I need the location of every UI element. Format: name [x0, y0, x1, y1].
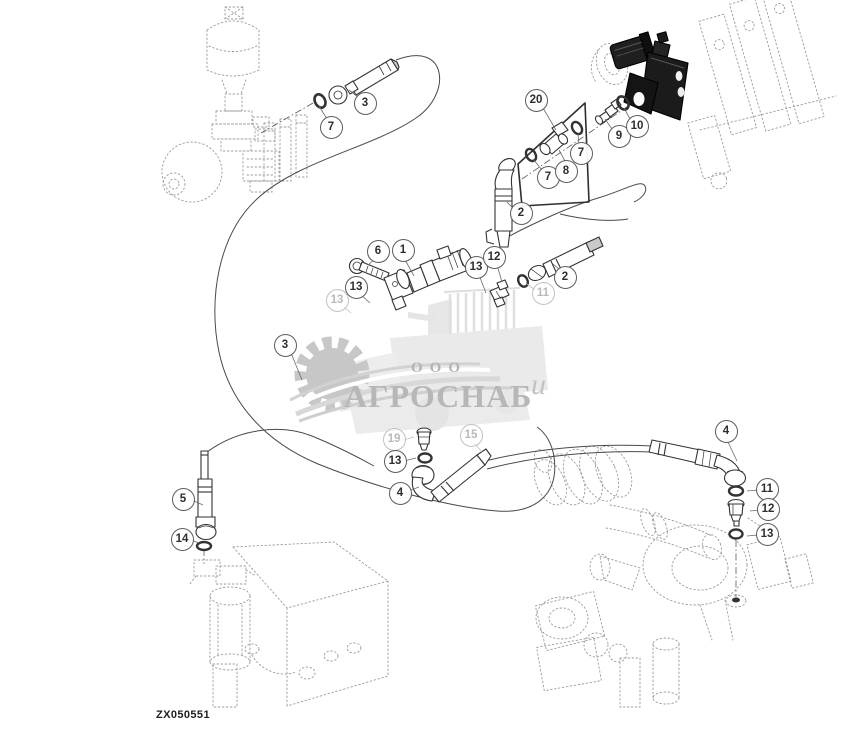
bolt-6	[348, 257, 390, 282]
callout-13-oring-hose4: 13	[383, 449, 407, 473]
callout-4-hose-left: 4	[388, 481, 412, 505]
o-ring-7	[524, 147, 538, 163]
callout-8-tee-fitting: 8	[554, 159, 578, 183]
o-ring-7	[313, 93, 327, 109]
hose-4-left	[411, 448, 492, 503]
callout-11-oring-mid: 11	[531, 281, 555, 305]
fitting-19	[416, 427, 433, 464]
watermark-suffix-text: и	[531, 368, 546, 401]
o-ring-7	[570, 120, 584, 136]
o-ring-10	[616, 95, 630, 111]
callout-12-fitting-mid: 12	[482, 245, 506, 269]
callout-19-fitting: 19	[382, 427, 406, 451]
callout-3-hose-loop: 3	[273, 333, 297, 357]
callout-6-bolt: 6	[366, 239, 390, 263]
o-ring-11	[727, 485, 745, 497]
callout-20-kit-panel: 20	[524, 88, 548, 112]
callout-1-valve: 1	[391, 238, 415, 262]
callout-5-tube: 5	[171, 487, 195, 511]
watermark-ooo-text: ООО	[410, 360, 467, 376]
callout-3-hose-top: 3	[353, 91, 377, 115]
reservoir-phantom	[189, 541, 390, 708]
axle-assembly-phantom	[533, 445, 814, 708]
o-ring-14	[195, 540, 213, 552]
o-ring-13	[728, 528, 744, 540]
hose-routing-curves	[206, 55, 653, 512]
callout-7-oring-top: 7	[319, 115, 343, 139]
solenoid-valve	[609, 31, 689, 121]
callout-7-oring-panel-right: 7	[569, 141, 593, 165]
callout-2-hose-left: 2	[509, 201, 533, 225]
valve-assembly-1	[383, 245, 473, 311]
callout-9-fitting: 9	[607, 124, 631, 148]
hose-2-right	[527, 236, 604, 282]
callout-13-oring-valve-faint: 13	[325, 288, 349, 312]
hose-2-left	[485, 158, 516, 248]
tube-5	[195, 450, 217, 552]
callout-10-oring: 10	[625, 114, 649, 138]
callout-4-hose-right: 4	[714, 419, 738, 443]
o-ring-13	[417, 452, 433, 464]
kit-panel-20	[517, 102, 590, 207]
fitting-12-mid	[489, 274, 530, 308]
hose-4-right	[648, 439, 747, 603]
figure-code-label: ZX050551	[156, 709, 210, 721]
callout-2-hose-right: 2	[553, 265, 577, 289]
gear-watermark-icon	[289, 336, 513, 423]
callout-13-oring-mid: 13	[464, 255, 488, 279]
callout-14-oring: 14	[170, 527, 194, 551]
valve-stack-phantom	[687, 0, 837, 190]
fitting-9	[594, 95, 630, 125]
o-ring-11	[516, 274, 530, 288]
hose-3-end	[313, 58, 400, 109]
callout-13-oring-right: 13	[755, 522, 779, 546]
callout-13-oring-valve: 13	[344, 275, 368, 299]
callout-15-hose: 15	[459, 423, 483, 447]
callout-12-fitting-right: 12	[756, 497, 780, 521]
accumulator-assembly-phantom	[161, 6, 308, 203]
watermark-company-text: АГРОСНАБ	[344, 378, 533, 414]
